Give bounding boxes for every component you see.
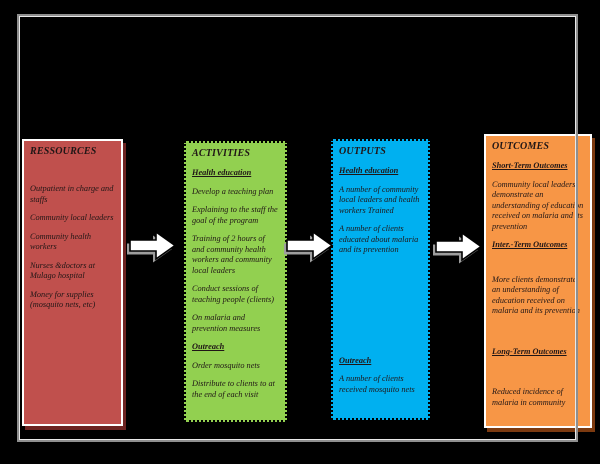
- text-item-activities-4: Conduct sessions of teaching people (cli…: [192, 284, 275, 304]
- column-title-outputs: OUTPUTS: [339, 146, 386, 157]
- subheading-activities-0: Health education: [192, 168, 252, 177]
- column-resources: RESSOURCES Outpatient in charge and staff…: [22, 139, 123, 426]
- text-item-activities-7: Order mosquito nets: [192, 360, 260, 370]
- flow-arrow-right-icon: [284, 230, 334, 263]
- subheading-outcomes-2: Inter.-Term Outcomes: [492, 240, 568, 249]
- text-item-outputs-4: A number of clients received mosquito ne…: [339, 374, 415, 394]
- text-item-resources-3: Nurses &doctors at Mulago hospital: [30, 260, 95, 281]
- text-item-resources-0: Outpatient in charge and staffs: [30, 184, 114, 204]
- subheading-outputs-3: Outreach: [339, 355, 372, 365]
- text-item-activities-3: Training of 2 hours of and community hea…: [192, 234, 272, 275]
- column-title-resources: RESSOURCES: [30, 146, 97, 157]
- column-outputs: OUTPUTS Health education A number of commu…: [331, 139, 430, 420]
- text-item-activities-2: Explaining to the staff the goal of the …: [192, 205, 278, 225]
- column-title-outcomes: OUTCOMES: [492, 141, 550, 152]
- text-item-resources-1: Community local leaders: [30, 213, 114, 222]
- text-item-outcomes-1: Community local leaders demonstrate an u…: [492, 179, 584, 231]
- text-item-resources-2: Community health workers: [30, 231, 92, 252]
- flow-arrow-right-icon: [127, 230, 177, 263]
- text-item-activities-1: Develop a teaching plan: [192, 186, 274, 196]
- text-item-outputs-2: A number of clients educated about malar…: [339, 224, 419, 254]
- text-item-outcomes-3: More clients demonstrate an understandin…: [492, 274, 580, 316]
- text-item-activities-8: Distribute to clients to at the end of e…: [192, 379, 275, 399]
- text-item-resources-4: Money for supplies (mosquito nets, etc): [30, 289, 96, 310]
- subheading-activities-6: Outreach: [192, 342, 225, 351]
- subheading-outcomes-4: Long-Term Outcomes: [492, 346, 567, 356]
- text-item-activities-5: On malaria and prevention measures: [192, 313, 261, 333]
- flow-arrow-right-icon: [433, 231, 483, 264]
- text-item-outcomes-5: Reduced incidence of malaria in communit…: [492, 387, 566, 407]
- subheading-outputs-0: Health education: [339, 166, 399, 175]
- text-item-outputs-1: A number of community local leaders and …: [339, 184, 420, 215]
- subheading-outcomes-0: Short-Term Outcomes: [492, 161, 568, 170]
- column-title-activities: ACTIVITIES: [192, 148, 251, 159]
